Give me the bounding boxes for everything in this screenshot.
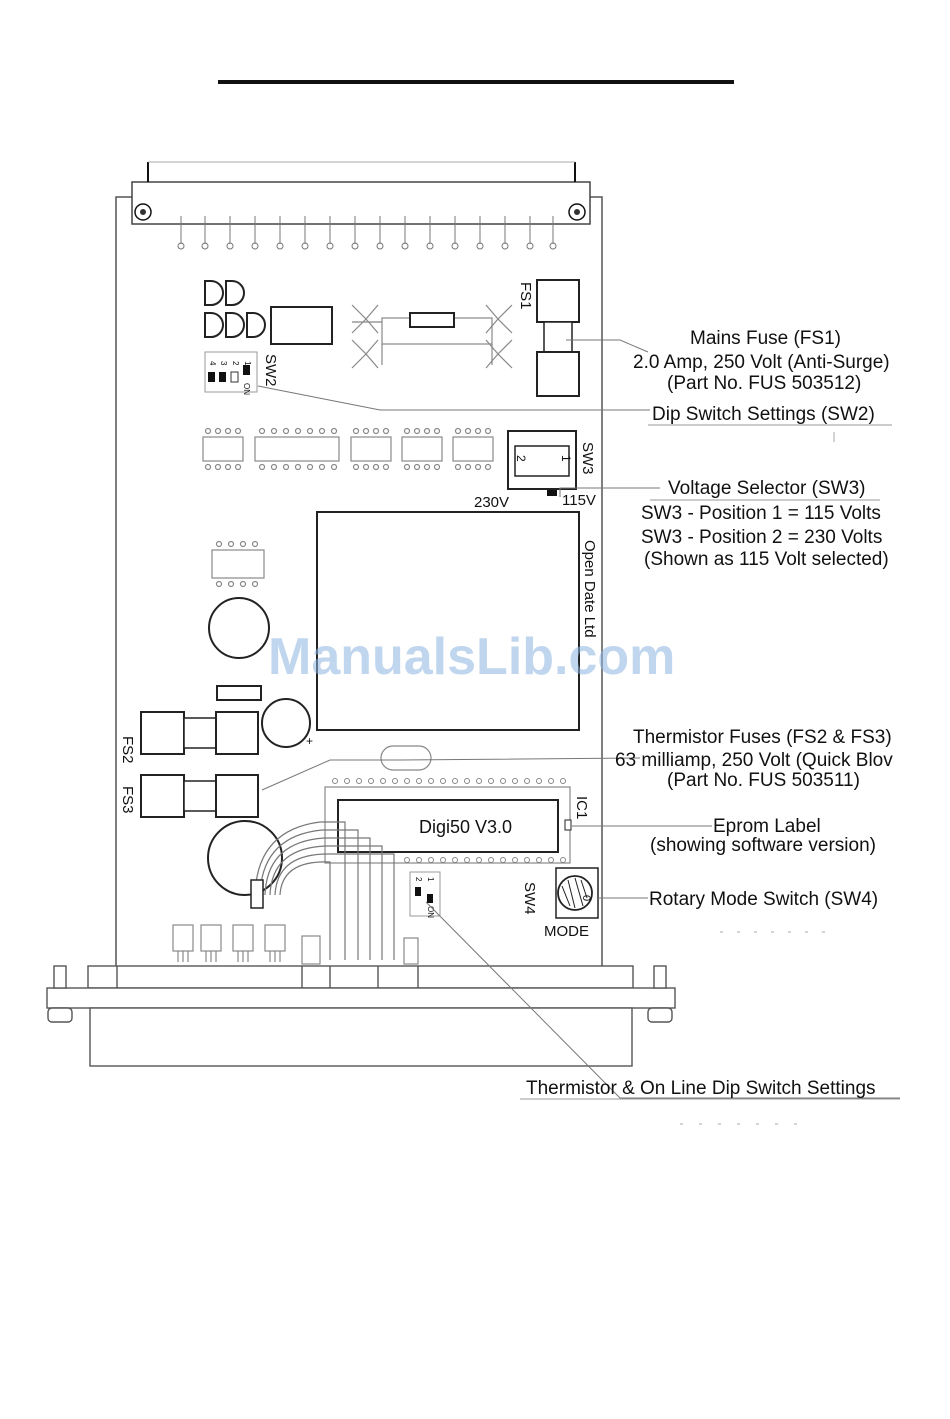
- svg-text:1: 1: [559, 455, 573, 462]
- ribbon-cable: [254, 821, 395, 960]
- rotary-switch-sw4: 0: [555, 867, 599, 919]
- sw3-label: SW3: [579, 442, 596, 475]
- relay-block: [270, 306, 333, 345]
- ic1-label: IC1: [573, 796, 590, 819]
- svg-text:0: 0: [580, 895, 592, 901]
- svg-text:SW3 - Position 2 = 230 Volts: SW3 - Position 2 = 230 Volts: [641, 527, 882, 548]
- svg-text:4: 4: [208, 361, 217, 366]
- display-module: [316, 511, 580, 731]
- callout-eprom: Eprom Label (showing software version): [650, 816, 876, 856]
- mount-hole-left: [134, 203, 152, 221]
- svg-text:Voltage Selector (SW3): Voltage Selector (SW3): [668, 478, 865, 499]
- callout-leaders: [257, 339, 900, 1099]
- svg-text:Mains Fuse (FS1): Mains Fuse (FS1): [690, 328, 841, 349]
- svg-text:2: 2: [514, 455, 528, 462]
- watermark: ManualsLib.com: [268, 628, 675, 686]
- front-panel: [46, 965, 676, 1067]
- svg-text:1: 1: [426, 877, 435, 882]
- callout-underlines: [520, 424, 900, 1100]
- svg-text:2: 2: [414, 877, 423, 882]
- connector-pins: [177, 216, 557, 250]
- dip-switch-online: 2 1 ON: [409, 871, 441, 918]
- fs2-label: FS2: [119, 736, 136, 764]
- dip-switch-sw2: 4 3 2 1 ON: [204, 351, 258, 395]
- ic-row: [202, 427, 494, 471]
- crystal: [380, 745, 432, 771]
- svg-text:(Part No. FUS 503511): (Part No. FUS 503511): [667, 770, 860, 791]
- callout-rotary: Rotary Mode Switch (SW4): [649, 889, 878, 910]
- label-230v: 230V: [474, 494, 509, 511]
- top-connector: [131, 161, 591, 225]
- svg-text:3: 3: [219, 361, 228, 366]
- eprom-ic1: [324, 778, 572, 864]
- sw2-label: SW2: [262, 354, 279, 387]
- svg-text:1: 1: [243, 361, 252, 366]
- callout-voltage-selector: Voltage Selector (SW3) SW3 - Position 1 …: [641, 478, 889, 570]
- small-ic: [211, 540, 265, 588]
- mount-hole-right: [568, 203, 586, 221]
- svg-text:Eprom Label: Eprom Label: [713, 816, 821, 837]
- svg-text:2.0 Amp, 250 Volt (Anti-Surge): 2.0 Amp, 250 Volt (Anti-Surge): [633, 352, 890, 373]
- led-indicators: [204, 280, 266, 338]
- regulator: [409, 312, 455, 328]
- callout-thermistor-fuses: Thermistor Fuses (FS2 & FS3) 63 milliamp…: [615, 727, 893, 791]
- callout-thermistor-dip: Thermistor & On Line Dip Switch Settings: [526, 1078, 876, 1099]
- small-component: [216, 685, 262, 701]
- fs3-label: FS3: [119, 786, 136, 814]
- fuse-fs1: [536, 279, 580, 397]
- plus-sign: +: [306, 734, 313, 748]
- svg-text:(showing software version): (showing software version): [650, 835, 876, 856]
- mode-label: MODE: [544, 923, 589, 940]
- svg-text:63 milliamp, 250 Volt (Quick B: 63 milliamp, 250 Volt (Quick Blov: [615, 750, 893, 771]
- label-115v: 115V: [562, 492, 596, 509]
- svg-text:ON: ON: [242, 383, 251, 395]
- voltage-selector-sw3: 2 1: [507, 430, 577, 496]
- svg-text:(Shown as 115 Volt selected): (Shown as 115 Volt selected): [644, 549, 889, 570]
- capacitor-large: [208, 597, 270, 659]
- svg-text:SW3 - Position 1 = 115 Volts: SW3 - Position 1 = 115 Volts: [641, 503, 881, 524]
- heatsink: [351, 304, 513, 369]
- svg-text:(Part No. FUS 503512): (Part No. FUS 503512): [667, 373, 861, 394]
- fuse-fs2: [140, 711, 259, 755]
- fuse-fs3: [140, 774, 259, 818]
- eprom-label-text: Digi50 V3.0: [419, 817, 512, 837]
- svg-text:Thermistor Fuses (FS2 & FS3): Thermistor Fuses (FS2 & FS3): [633, 727, 892, 748]
- cable-connector: [250, 879, 264, 909]
- callout-dip-switch: Dip Switch Settings (SW2): [652, 404, 875, 425]
- sw4-label: SW4: [521, 882, 538, 915]
- faint-marks: [680, 432, 835, 1125]
- toroid: [207, 820, 283, 896]
- capacitor-small: [261, 698, 311, 748]
- callout-mains-fuse: Mains Fuse (FS1) 2.0 Amp, 250 Volt (Anti…: [633, 328, 890, 394]
- svg-text:2: 2: [231, 361, 240, 366]
- svg-text:ON: ON: [426, 906, 435, 918]
- fs1-label: FS1: [517, 282, 534, 310]
- transistors: [172, 924, 419, 965]
- display-text: Open Date Ltd: [581, 540, 598, 638]
